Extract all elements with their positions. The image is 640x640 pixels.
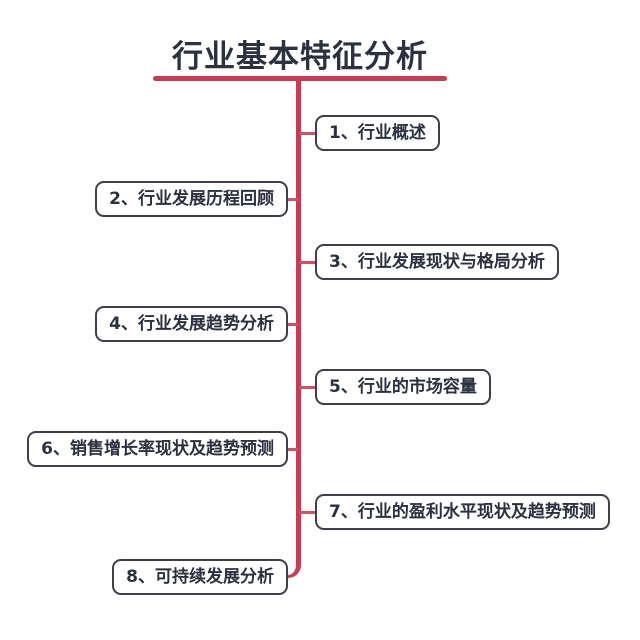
- mindmap-trunk-line: [296, 79, 301, 558]
- branch-connector-3: [299, 261, 316, 264]
- mindmap-node-1-industry-overview: 1、行业概述: [315, 115, 440, 151]
- mindmap-node-2-development-history: 2、行业发展历程回顾: [95, 181, 288, 217]
- branch-connector-4: [285, 323, 298, 326]
- branch-connector-5: [299, 386, 316, 389]
- mindmap-node-7-profit-level-forecast: 7、行业的盈利水平现状及趋势预测: [315, 494, 610, 530]
- branch-connector-1: [299, 132, 316, 135]
- branch-connector-7: [299, 511, 316, 514]
- mindmap-node-3-status-pattern-analysis: 3、行业发展现状与格局分析: [315, 244, 559, 280]
- mindmap-node-4-development-trend: 4、行业发展趋势分析: [95, 306, 288, 342]
- title-underline: [153, 76, 447, 81]
- branch-connector-2: [285, 198, 298, 201]
- branch-connector-6: [285, 448, 298, 451]
- mindmap-node-5-market-capacity: 5、行业的市场容量: [315, 369, 491, 405]
- mindmap-node-6-sales-growth-forecast: 6、销售增长率现状及趋势预测: [27, 431, 288, 467]
- page-title: 行业基本特征分析: [172, 39, 428, 75]
- mindmap-node-8-sustainable-development: 8、可持续发展分析: [112, 559, 288, 595]
- mindmap-bottom-elbow-connector: [288, 556, 301, 578]
